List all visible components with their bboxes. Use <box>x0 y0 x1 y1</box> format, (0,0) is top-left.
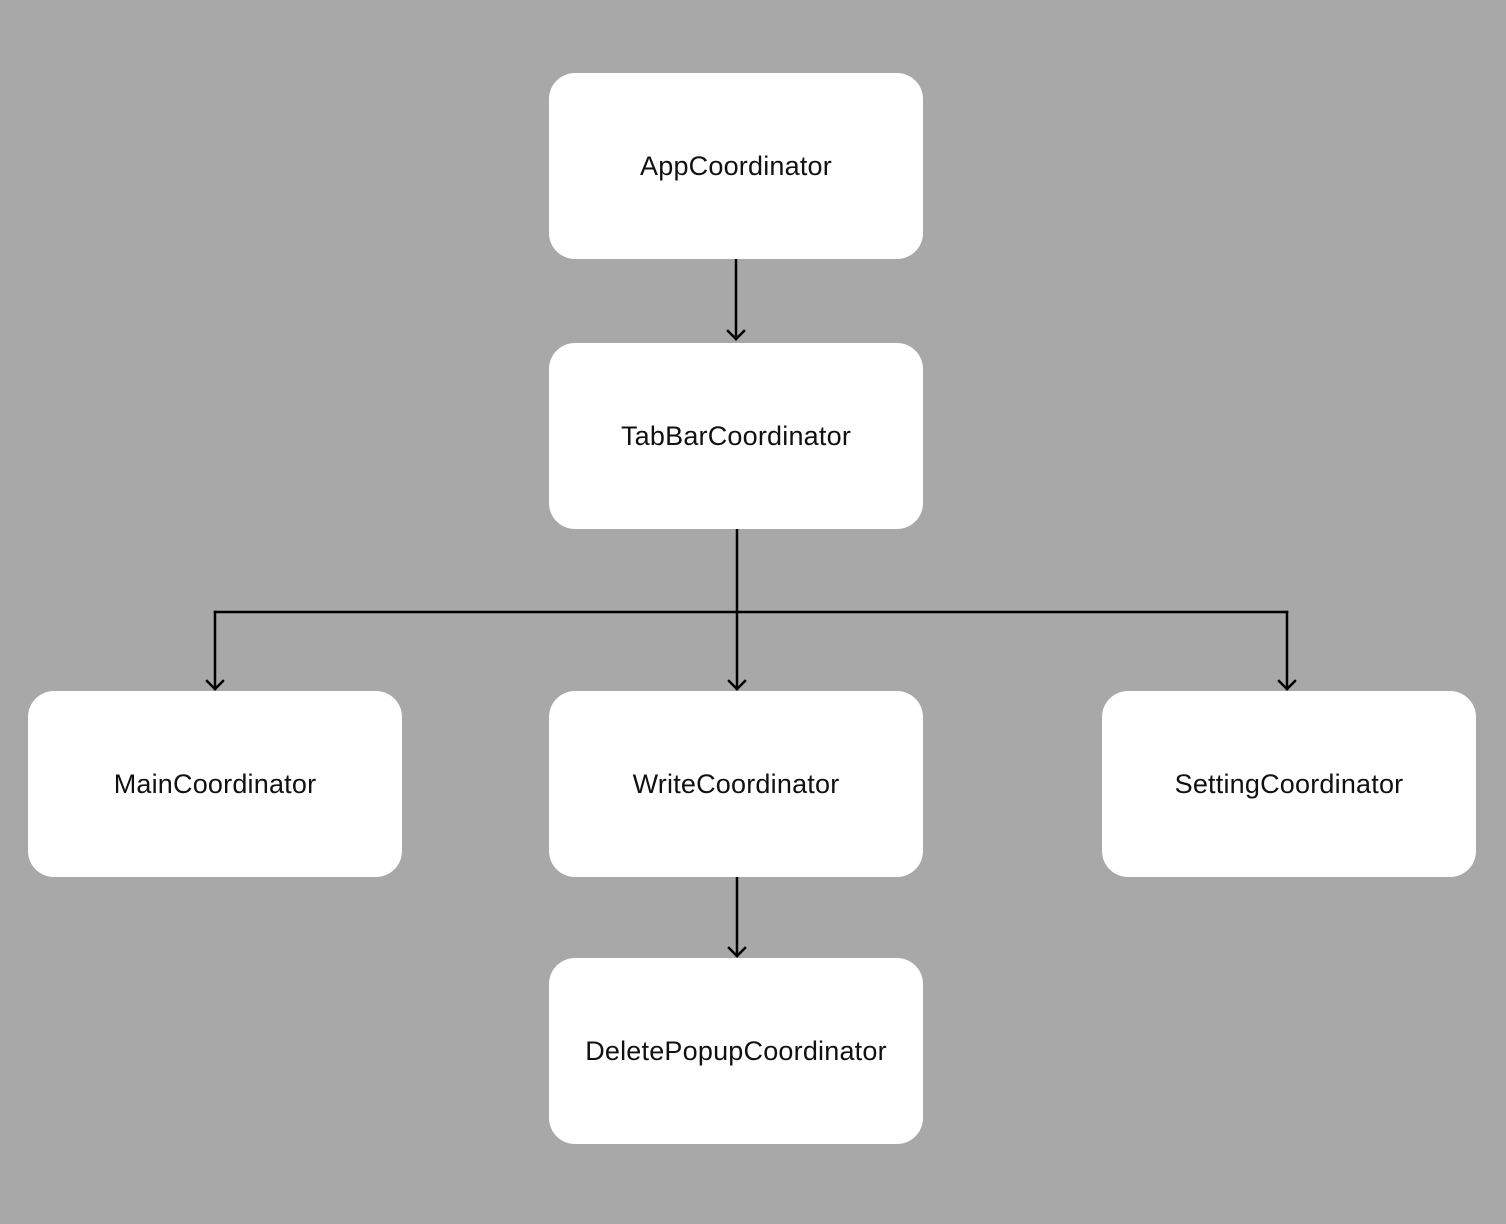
node-label: TabBarCoordinator <box>620 420 852 451</box>
node-label: MainCoordinator <box>113 768 317 799</box>
arrowhead-setting <box>1277 679 1297 691</box>
node-label: DeletePopupCoordinator <box>585 1035 887 1066</box>
arrowhead-write <box>727 679 747 691</box>
node-setting-coordinator: SettingCoordinator <box>1102 691 1476 877</box>
node-label: SettingCoordinator <box>1174 768 1404 799</box>
node-main-coordinator: MainCoordinator <box>28 691 402 877</box>
node-tabbar-coordinator: TabBarCoordinator <box>549 343 923 529</box>
node-write-coordinator: WriteCoordinator <box>549 691 923 877</box>
arrowhead-delete <box>727 946 747 958</box>
node-app-coordinator: AppCoordinator <box>549 73 923 259</box>
node-label: WriteCoordinator <box>632 768 840 799</box>
arrowhead-main <box>205 679 225 691</box>
node-delete-popup-coordinator: DeletePopupCoordinator <box>549 958 923 1144</box>
arrowhead-tabbar <box>726 329 746 341</box>
node-label: AppCoordinator <box>640 150 832 181</box>
